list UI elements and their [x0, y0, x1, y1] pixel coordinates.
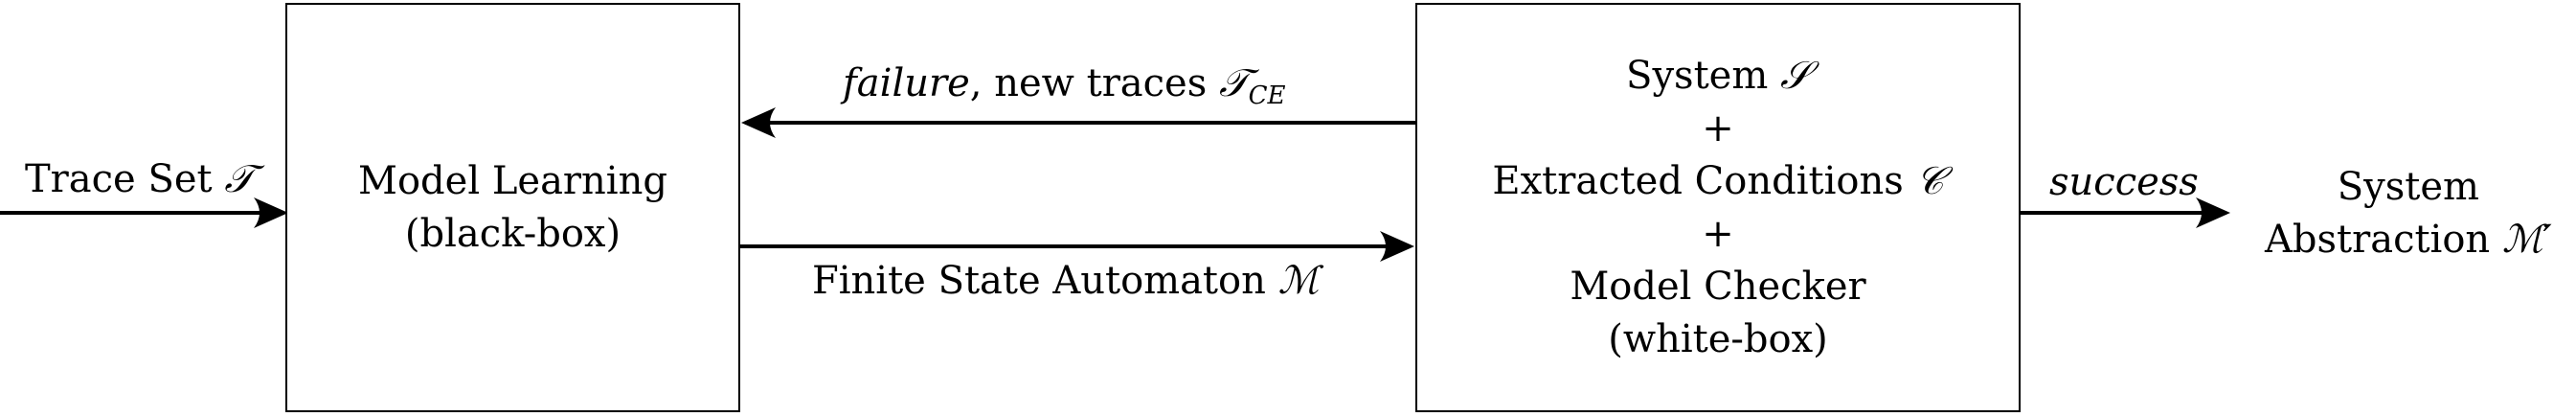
- trace-set-symbol: 𝒯: [224, 157, 254, 201]
- system-text: System: [1626, 53, 1769, 98]
- output-line2: Abstraction ℳ′: [2265, 214, 2552, 266]
- feedback-text: , new traces: [969, 61, 1208, 105]
- output-line1: System: [2337, 165, 2479, 209]
- model-checker-box: System 𝒮 + Extracted Conditions 𝒞 + Mode…: [1415, 3, 2021, 412]
- success-label: success: [2049, 160, 2199, 204]
- automaton-text: Finite State Automaton: [812, 259, 1266, 303]
- output-label: System Abstraction ℳ′: [2265, 161, 2552, 266]
- conditions-symbol: 𝒞: [1915, 158, 1944, 203]
- conditions-text: Extracted Conditions: [1492, 158, 1904, 203]
- forward-label: Finite State Automaton ℳ: [812, 257, 1319, 305]
- system-symbol: 𝒮: [1779, 53, 1810, 98]
- counterexample-traces-symbol: 𝒯: [1218, 61, 1249, 105]
- model-learning-title: Model Learning: [358, 158, 667, 203]
- model-checker-title: Model Checker: [1570, 264, 1866, 309]
- input-text: Trace Set: [25, 157, 213, 201]
- model-learning-box: Model Learning (black-box): [285, 3, 740, 412]
- conditions-line: Extracted Conditions 𝒞: [1492, 155, 1943, 208]
- plus-sign-2: +: [1702, 211, 1734, 256]
- system-line: System 𝒮: [1626, 50, 1810, 103]
- counterexample-subscript: CE: [1248, 81, 1286, 110]
- plus-sign-1: +: [1702, 105, 1734, 151]
- automaton-symbol: ℳ: [1277, 259, 1320, 303]
- output-text: Abstraction: [2265, 218, 2491, 262]
- abstraction-symbol: ℳ′: [2501, 218, 2552, 262]
- model-learning-subtitle: (black-box): [404, 211, 621, 256]
- input-label: Trace Set 𝒯: [25, 155, 254, 203]
- model-checker-subtitle: (white-box): [1608, 316, 1828, 361]
- failure-word: failure: [843, 61, 970, 105]
- feedback-label: failure, new traces 𝒯CE: [843, 59, 1286, 120]
